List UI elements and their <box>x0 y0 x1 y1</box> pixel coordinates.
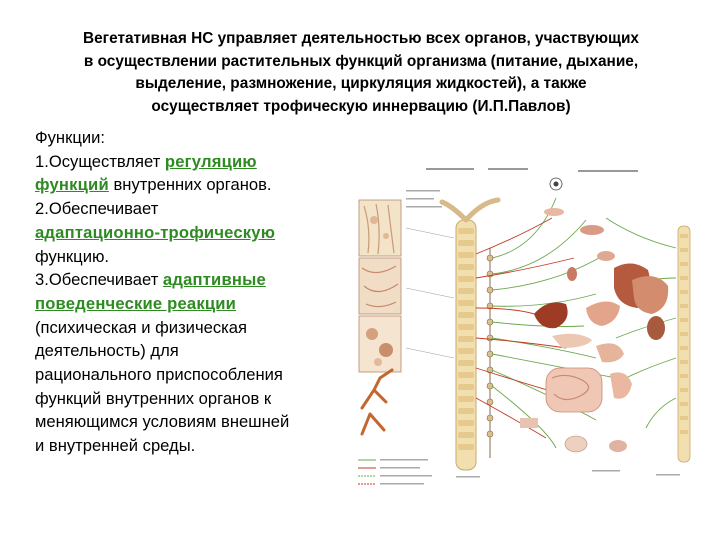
function-item-3-line-7: меняющимся условиям внешней <box>35 412 290 432</box>
diagram-background <box>356 158 692 498</box>
sympathetic-chain <box>486 248 494 458</box>
spinal-cord-right <box>677 225 691 463</box>
function-item-2-line-3: функцию. <box>35 246 110 266</box>
slide-title: Вегетативная НС управляет деятельностью … <box>30 28 692 118</box>
tissue-panels-left <box>358 199 402 436</box>
function-item-3-line-1: 3.Обеспечивает адаптивные <box>35 268 353 292</box>
title-line: в осуществлении растительных функций орг… <box>83 52 639 70</box>
organs <box>520 177 669 453</box>
function-item-3-line-2: поведенческие реакции <box>35 292 353 316</box>
tissue-panel-1 <box>358 199 402 257</box>
highlight-adaptive-trophic: адаптационно-трофическую <box>35 222 276 242</box>
salivary-gland <box>580 225 604 235</box>
highlight-adaptive: адаптивные <box>162 270 266 290</box>
function-item-3-line-3: (психическая и физическая <box>35 317 247 337</box>
title-line: выделение, размножение, циркуляция жидко… <box>135 75 587 92</box>
lung-organ <box>632 276 669 314</box>
stomach-organ <box>586 301 620 326</box>
highlight-regulation: регуляцию <box>164 151 257 171</box>
function-item-3-line-6: функций внутренних органов к <box>35 388 272 408</box>
nervous-system-illustration <box>356 158 692 498</box>
intestine-organ <box>545 367 603 413</box>
function-item-2-line-1: 2.Обеспечивает <box>35 199 159 219</box>
larynx <box>567 267 577 281</box>
kidney-organ <box>647 316 665 340</box>
pancreas-organ <box>552 333 592 348</box>
bladder-organ <box>564 435 588 453</box>
nerve-fiber-branch <box>360 368 394 436</box>
item3-prefix: 3.Обеспечивает <box>35 270 163 290</box>
functions-heading: Функции: <box>35 128 105 147</box>
function-item-1-line-1: 1.Осуществляет регуляцию <box>35 150 353 174</box>
function-item-3-line-5: рационального приспособления <box>35 365 283 385</box>
autonomic-nervous-system-diagram <box>356 158 692 498</box>
functions-list: Функции: 1.Осуществляет регуляцию функци… <box>35 126 353 458</box>
spinal-cord-central <box>439 197 501 471</box>
gland-organ <box>544 208 564 216</box>
highlight-behavioral-reactions: поведенческие реакции <box>35 293 237 313</box>
highlight-functions: функций <box>35 175 109 195</box>
function-item-3-line-4: деятельность) для <box>35 341 179 361</box>
item1-prefix: 1.Осуществляет <box>35 151 165 171</box>
function-item-3-line-8: и внутренней среды. <box>35 436 196 456</box>
spleen-organ <box>596 343 624 363</box>
title-line: осуществляет трофическую иннервацию (И.П… <box>151 97 571 115</box>
function-item-1-line-2: функций внутренних органов. <box>35 173 353 197</box>
item1-rest: внутренних органов. <box>108 175 272 195</box>
title-line: Вегетативная НС управляет деятельностью … <box>83 30 639 47</box>
genital-organ <box>609 440 627 452</box>
function-item-2-line-2: адаптационно-трофическую <box>35 221 353 245</box>
liver-organ <box>534 302 568 329</box>
diagram-legend <box>358 459 680 485</box>
